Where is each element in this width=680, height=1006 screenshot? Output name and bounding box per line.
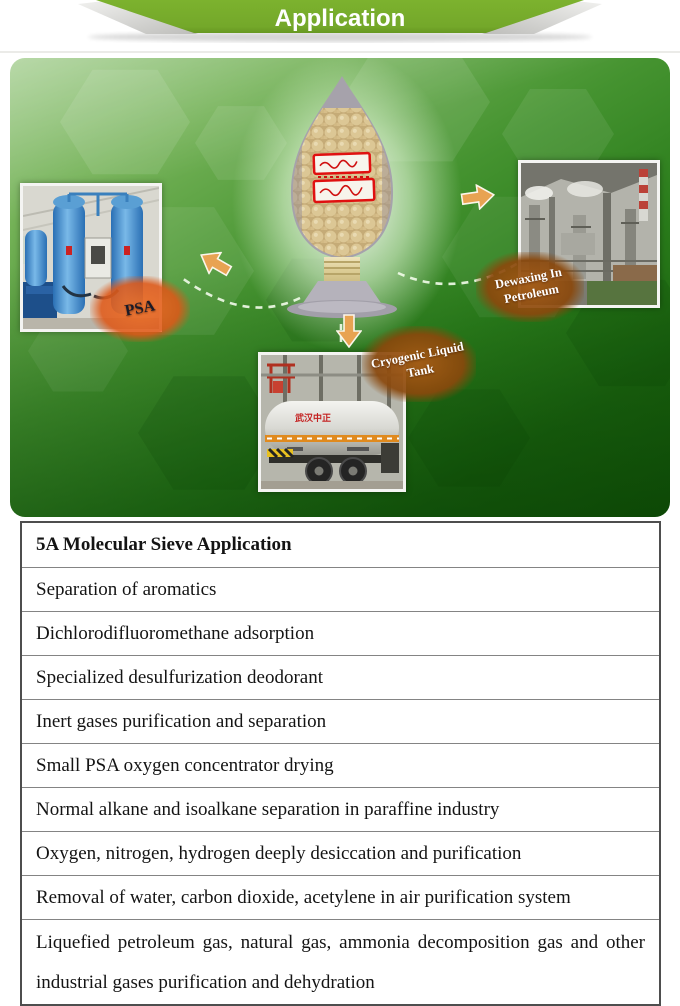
psa-label: PSA	[123, 297, 157, 320]
petroleum-refinery-photo	[518, 160, 660, 308]
product-vase-graphic	[287, 76, 397, 318]
table-cell: Dichlorodifluoromethane adsorption	[20, 611, 661, 656]
dewaxing-label: Dewaxing In Petroleum	[493, 265, 563, 307]
table-row: Specialized desulfurization deodorant	[20, 655, 661, 700]
refinery-photo-graphic	[521, 163, 657, 305]
5a-molecular-sieve-product-photo	[272, 74, 412, 322]
table-row: Separation of aromatics	[20, 567, 661, 612]
application-table: 5A Molecular Sieve Application Separatio…	[20, 521, 661, 1006]
table-row: Removal of water, carbon dioxide, acetyl…	[20, 875, 661, 920]
truck-photo-graphic: 武汉中正	[261, 355, 403, 489]
table-cell: Normal alkane and isoalkane separation i…	[20, 787, 661, 832]
table-cell: Removal of water, carbon dioxide, acetyl…	[20, 875, 661, 920]
table-header-cell: 5A Molecular Sieve Application	[20, 521, 661, 568]
arrow-to-psa-icon	[199, 251, 233, 277]
banner-title: Application	[275, 5, 406, 32]
table-row: Liquefied petroleum gas, natural gas, am…	[20, 919, 661, 1006]
divider-line	[0, 51, 680, 53]
cryogenic-label-bubble: Cryogenic Liquid Tank	[362, 326, 476, 402]
table-cell: Small PSA oxygen concentrator drying	[20, 743, 661, 788]
table-cell: Separation of aromatics	[20, 567, 661, 612]
table-row: Oxygen, nitrogen, hydrogen deeply desicc…	[20, 831, 661, 876]
arrow-to-refinery-icon	[460, 183, 496, 211]
truck-tank-text: 武汉中正	[295, 412, 331, 423]
table-row: Normal alkane and isoalkane separation i…	[20, 787, 661, 832]
psa-label-bubble: PSA	[90, 276, 190, 342]
table-header-row: 5A Molecular Sieve Application	[20, 521, 661, 568]
hexagon-pattern	[60, 69, 190, 175]
application-collage: 武汉中正	[10, 58, 670, 517]
application-ribbon-banner: Application	[0, 0, 680, 44]
dewaxing-label-bubble: Dewaxing In Petroleum	[476, 252, 584, 322]
ribbon-shape: Application	[78, 0, 602, 42]
red-stamp-label-top	[312, 151, 372, 176]
table-row: Inert gases purification and separation	[20, 699, 661, 744]
hexagon-pattern	[408, 389, 530, 487]
table-row: Small PSA oxygen concentrator drying	[20, 743, 661, 788]
cryogenic-label: Cryogenic Liquid Tank	[369, 339, 465, 381]
table-row: Dichlorodifluoromethane adsorption	[20, 611, 661, 656]
red-stamp-label-bottom	[312, 177, 376, 204]
table-cell: Liquefied petroleum gas, natural gas, am…	[20, 919, 661, 1006]
table-cell: Oxygen, nitrogen, hydrogen deeply desicc…	[20, 831, 661, 876]
arrow-to-truck-icon	[336, 314, 362, 348]
table-cell: Inert gases purification and separation	[20, 699, 661, 744]
table-cell: Specialized desulfurization deodorant	[20, 655, 661, 700]
cryogenic-tank-truck-photo: 武汉中正	[258, 352, 406, 492]
